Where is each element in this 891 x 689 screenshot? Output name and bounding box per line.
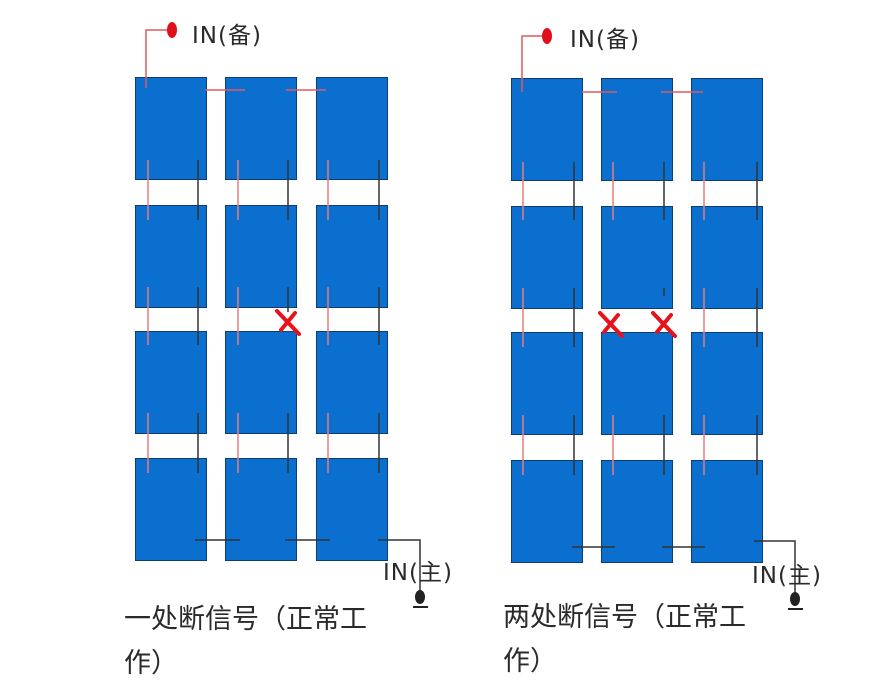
module-block: [225, 77, 297, 180]
backup-input-label: IN(备): [570, 27, 640, 53]
main-input-label: IN(主): [383, 560, 453, 586]
module-block: [601, 78, 673, 181]
module-block: [601, 460, 673, 563]
module-block: [316, 458, 388, 561]
module-block: [691, 460, 763, 563]
module-block: [225, 331, 297, 434]
module-block: [225, 458, 297, 561]
module-block: [316, 77, 388, 180]
module-block: [691, 206, 763, 309]
module-block: [225, 205, 297, 308]
module-block: [511, 206, 583, 309]
caption-line-2: 作）: [503, 646, 557, 677]
module-block: [316, 205, 388, 308]
input-dot-icon: [167, 22, 177, 38]
module-block: [135, 331, 207, 434]
backup-input-label: IN(备): [192, 23, 262, 49]
module-block: [316, 331, 388, 434]
main-input-label: IN(主): [752, 563, 822, 589]
module-block: [135, 458, 207, 561]
input-dot-icon: [542, 28, 552, 44]
module-block: [135, 205, 207, 308]
module-block: [601, 206, 673, 309]
module-block: [691, 332, 763, 435]
module-block: [691, 78, 763, 181]
module-block: [511, 332, 583, 435]
caption-line-1: 一处断信号（正常工: [124, 604, 367, 635]
module-block: [511, 78, 583, 181]
module-block: [601, 332, 673, 435]
caption-line-1: 两处断信号（正常工: [503, 602, 746, 633]
module-block: [511, 460, 583, 563]
caption-line-2: 作）: [124, 648, 178, 679]
module-block: [135, 77, 207, 180]
